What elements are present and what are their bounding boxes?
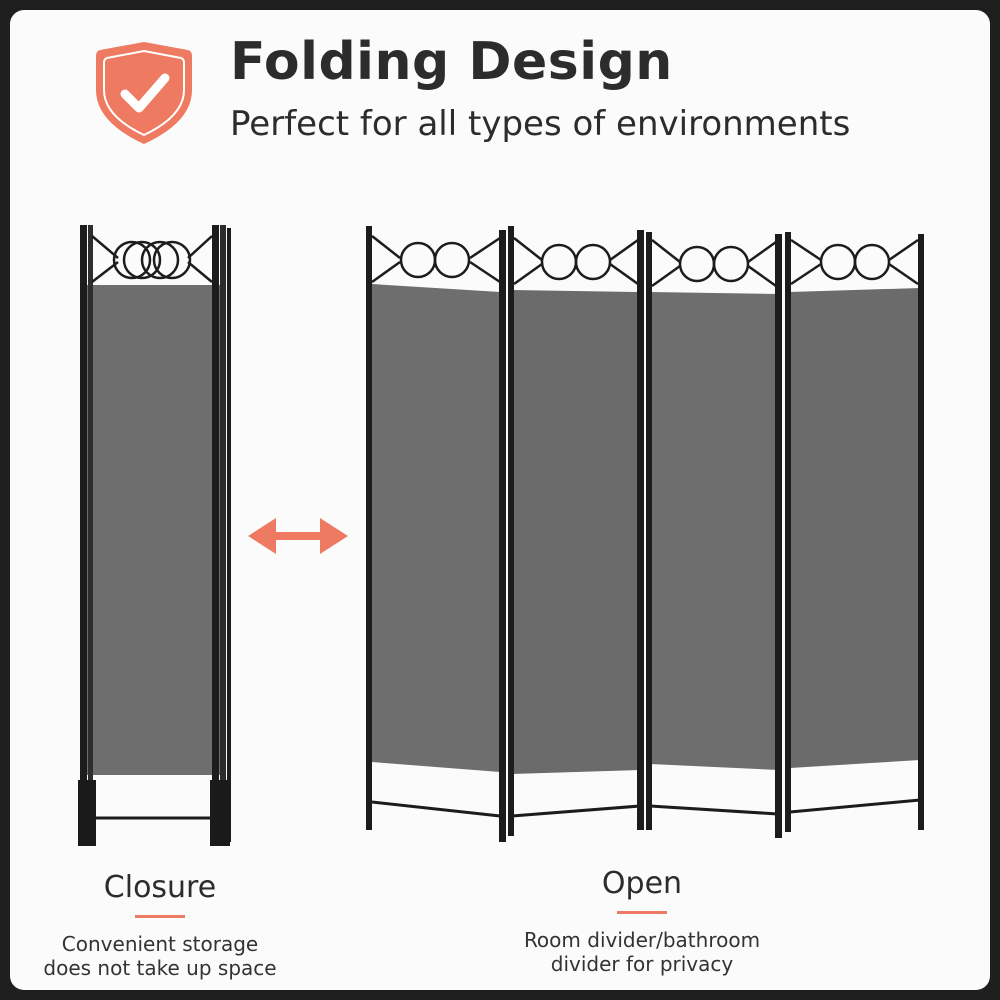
open-caption: Open Room divider/bathroom divider for p…	[512, 866, 772, 976]
open-underline	[617, 911, 667, 914]
closure-description: Convenient storage does not take up spac…	[30, 932, 290, 980]
open-title: Open	[601, 866, 683, 901]
open-description-line: divider for privacy	[550, 952, 734, 976]
open-description: Room divider/bathroom divider for privac…	[512, 928, 772, 976]
closure-caption: Closure Convenient storage does not take…	[30, 870, 290, 980]
open-screen	[366, 226, 924, 842]
closure-description-line: Convenient storage	[61, 932, 259, 956]
shield-check-icon	[96, 42, 192, 144]
closure-underline	[135, 915, 185, 918]
page-subtitle: Perfect for all types of environments	[230, 104, 851, 144]
double-arrow-icon	[248, 518, 348, 554]
closure-title: Closure	[103, 870, 217, 905]
open-description-line: Room divider/bathroom	[523, 928, 761, 952]
closure-description-line: does not take up space	[43, 956, 277, 980]
page-title: Folding Design	[230, 32, 673, 92]
folded-screen	[78, 225, 231, 846]
